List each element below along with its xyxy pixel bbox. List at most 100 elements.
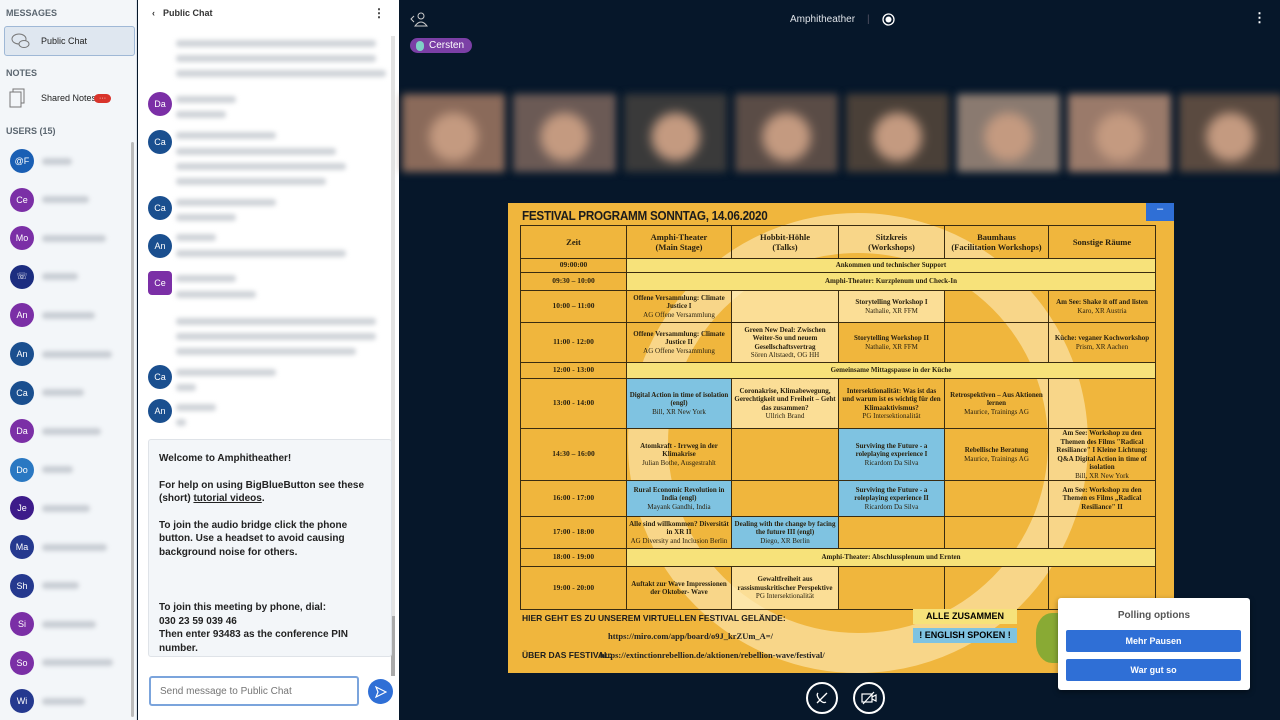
about-label: ÜBER DAS FESTIVAL: — [522, 650, 613, 660]
header-line: Sitzkreis — [875, 232, 908, 242]
webcam-video[interactable] — [1179, 94, 1280, 172]
webcam-video[interactable] — [624, 94, 727, 172]
user-item[interactable]: So — [10, 650, 113, 676]
column-header: Hobbit-Höhle(Talks) — [731, 225, 839, 259]
session-host: Diego, XR Berlin — [760, 536, 810, 545]
time-cell: 18:00 - 19:00 — [520, 548, 627, 567]
festival-ground-url: https://miro.com/app/board/o9J_krZUm_A=/ — [608, 631, 774, 641]
user-item[interactable]: Ca — [10, 380, 84, 406]
webcam-video[interactable] — [1068, 94, 1171, 172]
session-title: Am See: Workshop zu den Themen des Films… — [1056, 429, 1148, 472]
session-title: Storytelling Workshop II — [854, 334, 929, 342]
user-item[interactable]: Sh — [10, 573, 79, 599]
header-line: (Facilitation Workshops) — [951, 242, 1042, 252]
poll-option-war-gut-so[interactable]: War gut so — [1066, 659, 1241, 681]
session-title: Offene Versammlung: Climate Justice II — [633, 329, 725, 347]
poll-option-mehr-pausen[interactable]: Mehr Pausen — [1066, 630, 1241, 652]
webcam-video[interactable] — [735, 94, 838, 172]
webcam-video[interactable] — [846, 94, 949, 172]
user-item[interactable]: An — [10, 341, 112, 367]
session-cell: Am See: Workshop zu den Themen es Films … — [1048, 480, 1156, 517]
user-item[interactable]: Ce — [10, 187, 89, 213]
session-host: Nathalie, XR FFM — [865, 306, 918, 315]
user-name-redacted — [42, 543, 107, 551]
user-item[interactable]: ☏ — [10, 264, 78, 290]
message-text-redacted — [176, 419, 186, 426]
user-item[interactable]: An — [10, 302, 95, 328]
user-item[interactable]: Do — [10, 457, 73, 483]
shared-notes-item[interactable]: Shared Notes ··· — [8, 88, 112, 108]
welcome-punct: ! — [287, 453, 292, 464]
tutorial-videos-link[interactable]: tutorial videos — [193, 493, 262, 504]
user-list-scrollbar[interactable] — [131, 142, 134, 717]
avatar: Si — [10, 612, 34, 637]
session-cell — [731, 480, 839, 517]
user-item[interactable]: Si — [10, 611, 96, 637]
session-cell — [944, 566, 1049, 610]
session-cell: Rural Economic Revolution in India (engl… — [626, 480, 732, 517]
avatar: Ma — [10, 535, 34, 559]
message-text-redacted — [176, 111, 226, 118]
user-item[interactable]: Mo — [10, 225, 106, 251]
session-title: Alle sind willkommen? Diversität in XR I… — [629, 519, 729, 537]
user-item[interactable]: Je — [10, 495, 90, 521]
avatar: An — [10, 342, 34, 366]
chat-message: Ce — [148, 271, 172, 295]
webcam-video[interactable] — [957, 94, 1060, 172]
column-header: Amphi-Theater(Main Stage) — [626, 225, 732, 259]
session-host: Mayank Gandhi, India — [647, 502, 711, 511]
send-message-button[interactable] — [368, 679, 393, 704]
user-item[interactable]: Da — [10, 418, 101, 444]
session-title: Retrospektiven – Aus Aktionen lernen — [950, 390, 1043, 408]
session-cell: Alle sind willkommen? Diversität in XR I… — [626, 516, 732, 549]
chat-message: Ca — [148, 365, 172, 389]
pin-instructions: Then enter 93483 as the conference PIN n… — [159, 629, 348, 654]
avatar: An — [148, 399, 172, 423]
chat-options-icon[interactable]: ⋮ — [373, 6, 385, 20]
welcome-text: Welcome to — [159, 453, 218, 464]
webcam-video[interactable] — [513, 94, 616, 172]
session-host: AG Offene Versammlung — [643, 310, 715, 319]
all-together-cell: Amphi-Theater: Kurzplenum und Check-In — [626, 272, 1156, 291]
time-cell: 12:00 - 13:00 — [520, 362, 627, 379]
message-text-redacted — [176, 214, 236, 221]
session-host: Ullrich Brand — [765, 412, 805, 420]
session-host: PG Intersektionalität — [862, 412, 921, 420]
session-title: Rural Economic Revolution in India (engl… — [633, 485, 725, 503]
join-audio-button[interactable] — [806, 682, 838, 714]
talking-indicator[interactable]: Cersten — [410, 38, 473, 53]
webcam-video[interactable] — [402, 94, 505, 172]
user-item[interactable]: Ma — [10, 534, 107, 560]
user-item[interactable]: @F — [10, 148, 72, 174]
message-text-redacted — [176, 199, 276, 206]
session-cell: Auftakt zur Wave Impressionen der Oktobe… — [626, 566, 732, 610]
toggle-userlist-icon[interactable] — [410, 11, 428, 27]
minimize-presentation-button[interactable]: – — [1146, 203, 1174, 221]
chat-message-input[interactable] — [149, 676, 359, 706]
recording-indicator-icon[interactable] — [882, 13, 895, 26]
chat-header[interactable]: ‹Public Chat — [152, 8, 213, 18]
legend-english: ! ENGLISH SPOKEN ! — [913, 628, 1017, 643]
help-text: For help on using BigBlueButton see thes… — [159, 479, 365, 505]
user-name-redacted — [42, 350, 112, 358]
main-options-icon[interactable]: ⋮ — [1253, 10, 1266, 25]
share-webcam-button[interactable] — [853, 682, 885, 714]
session-host: Ricardom Da Silva — [864, 458, 919, 467]
camera-off-icon — [861, 691, 877, 705]
session-title: Offene Versammlung: Climate Justice I — [633, 293, 725, 311]
session-cell — [944, 290, 1049, 323]
welcome-message: Welcome to Amphitheather! For help on us… — [148, 439, 392, 657]
user-item[interactable]: Wi — [10, 688, 85, 714]
chat-scrollbar[interactable] — [391, 36, 395, 676]
public-chat-item[interactable]: Public Chat — [4, 26, 135, 56]
back-chevron-icon[interactable]: ‹ — [152, 8, 155, 18]
avatar: An — [10, 303, 34, 328]
